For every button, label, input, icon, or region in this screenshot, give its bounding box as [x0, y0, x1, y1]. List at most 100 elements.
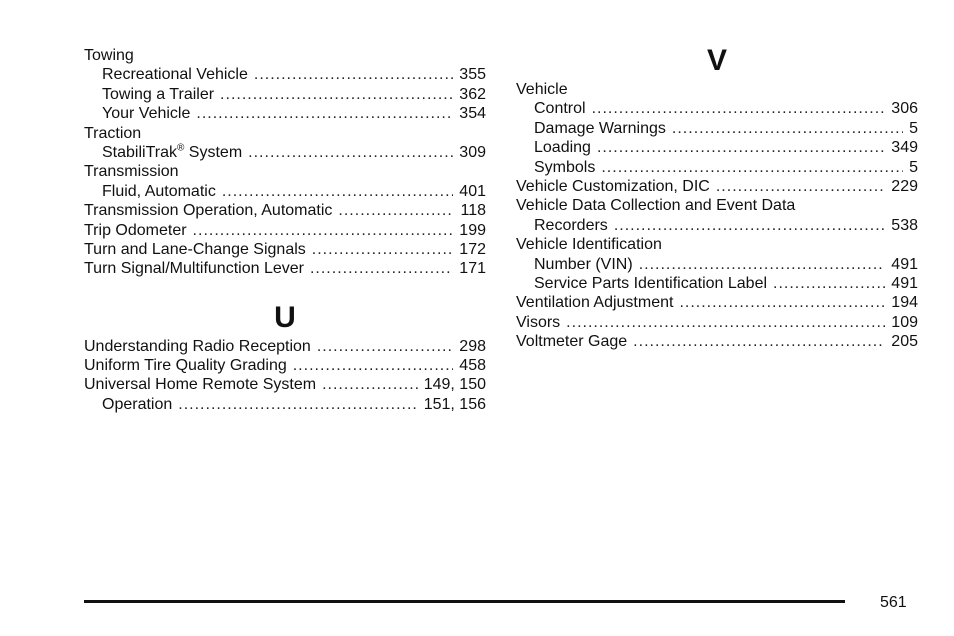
index-entry-label: Turn Signal/Multifunction Lever	[84, 260, 304, 278]
index-entry-label: Turn and Lane-Change Signals	[84, 240, 306, 258]
index-entry-label: StabiliTrak® System	[102, 142, 243, 161]
dot-leader	[633, 332, 885, 351]
index-entry: Ventilation Adjustment 194	[516, 293, 918, 312]
dot-leader	[639, 255, 886, 274]
index-entry-label: Transmission	[84, 163, 179, 181]
index-entry-label: Operation	[102, 395, 173, 413]
dot-leader	[338, 201, 454, 220]
index-entry-page: 362	[459, 85, 486, 103]
index-entry-label: Damage Warnings	[534, 119, 666, 137]
dot-leader	[193, 221, 454, 240]
index-entry-page: 349	[891, 139, 918, 157]
index-entry: Symbols 5	[516, 158, 918, 177]
index-entry-label: Towing a Trailer	[102, 85, 215, 103]
dot-leader	[773, 274, 885, 293]
dot-leader	[317, 337, 453, 356]
index-entry-page: 5	[909, 158, 918, 176]
index-entry-page: 172	[459, 240, 486, 258]
index-entry: Understanding Radio Reception 298	[84, 337, 486, 356]
footer-rule	[84, 600, 845, 603]
index-entry-label: Ventilation Adjustment	[516, 294, 674, 312]
dot-leader	[248, 143, 453, 162]
index-entry: Your Vehicle 354	[84, 104, 486, 123]
index-entry: Vehicle Data Collection and Event Data	[516, 196, 918, 215]
index-entry: Turn Signal/Multifunction Lever171	[84, 259, 486, 278]
index-entry: Vehicle Customization, DIC229	[516, 177, 918, 196]
index-entry: Loading 349	[516, 138, 918, 157]
index-entry-page: 491	[891, 255, 918, 273]
index-entry-label: Trip Odometer	[84, 221, 187, 239]
index-entry-label: Uniform Tire Quality Grading	[84, 357, 287, 375]
index-entry-label: Vehicle Identification	[516, 236, 662, 254]
page-number: 561	[880, 594, 907, 611]
index-entry-page: 401	[459, 182, 486, 200]
index-entry: Service Parts Identification Label 491	[516, 274, 918, 293]
index-entry-label: Symbols	[534, 158, 596, 176]
index-entry-page: 205	[891, 333, 918, 351]
dot-leader	[672, 119, 903, 138]
index-entry: Fluid, Automatic401	[84, 182, 486, 201]
index-entry-page: 199	[459, 221, 486, 239]
index-entry-page: 151, 156	[423, 395, 486, 413]
index-entry: Turn and Lane-Change Signals 172	[84, 240, 486, 259]
index-entry-label: Recreational Vehicle	[102, 66, 248, 84]
index-entry-page: 5	[909, 119, 918, 137]
dot-leader	[312, 240, 454, 259]
index-entry: Damage Warnings 5	[516, 119, 918, 138]
dot-leader	[293, 356, 454, 375]
index-entry: Control306	[516, 99, 918, 118]
index-entry-label: Understanding Radio Reception	[84, 337, 311, 355]
index-entry-page: 309	[459, 143, 486, 161]
index-column-right: V VehicleControl306Damage Warnings5Loadi…	[516, 42, 918, 351]
index-entry-label: Transmission Operation, Automatic	[84, 202, 333, 220]
index-entry: StabiliTrak® System 309	[84, 143, 486, 162]
index-entry: Towing a Trailer 362	[84, 85, 486, 104]
index-entry-page: 538	[891, 216, 918, 234]
index-entry-label: Vehicle	[516, 81, 568, 98]
dot-leader	[601, 158, 903, 177]
index-letter-v: V	[706, 44, 727, 77]
index-entry: Recreational Vehicle 355	[84, 65, 486, 84]
dot-leader	[178, 395, 417, 414]
dot-leader	[196, 104, 453, 123]
index-entry: Trip Odometer 199	[84, 221, 486, 240]
index-entry-label: Recorders	[534, 216, 608, 234]
index-entry-page: 491	[891, 274, 918, 292]
dot-leader	[597, 138, 885, 157]
index-entry-label: Number (VIN)	[534, 255, 633, 273]
index-entry-label: Service Parts Identification Label	[534, 274, 768, 292]
index-entry-page: 109	[891, 313, 918, 331]
index-entry-label: Traction	[84, 124, 142, 142]
index-entry-page: 298	[459, 337, 486, 355]
index-entry: Uniform Tire Quality Grading458	[84, 356, 486, 375]
dot-leader	[310, 259, 453, 278]
index-entry-page: 149, 150	[423, 376, 486, 394]
dot-leader	[220, 85, 453, 104]
index-letter-u: U	[274, 300, 296, 334]
dot-leader	[614, 216, 885, 235]
index-entry: Vehicle Identification	[516, 235, 918, 254]
index-section-u: Understanding Radio Reception298Uniform …	[84, 337, 486, 415]
index-entry-page: 194	[891, 294, 918, 312]
index-section-v: VehicleControl306Damage Warnings5Loading…	[516, 80, 918, 351]
dot-leader	[679, 293, 885, 312]
index-entry-label: Visors	[516, 313, 561, 331]
index-entry-page: 354	[459, 105, 486, 123]
index-entry: Vehicle	[516, 80, 918, 99]
index-entry: Towing	[84, 46, 486, 65]
index-entry: Operation 151, 156	[84, 395, 486, 414]
index-entry-label: Your Vehicle	[102, 105, 191, 123]
dot-leader	[592, 99, 886, 118]
index-entry: Traction	[84, 124, 486, 143]
dot-leader	[322, 375, 418, 394]
dot-leader	[716, 177, 885, 196]
dot-leader	[566, 313, 885, 332]
index-entry: Visors 109	[516, 313, 918, 332]
index-entry-label: Loading	[534, 139, 591, 157]
index-entry: Universal Home Remote System149, 150	[84, 375, 486, 394]
index-entry: Recorders 538	[516, 216, 918, 235]
index-entry: Transmission	[84, 162, 486, 181]
index-entry-page: 355	[459, 66, 486, 84]
dot-leader	[254, 65, 453, 84]
